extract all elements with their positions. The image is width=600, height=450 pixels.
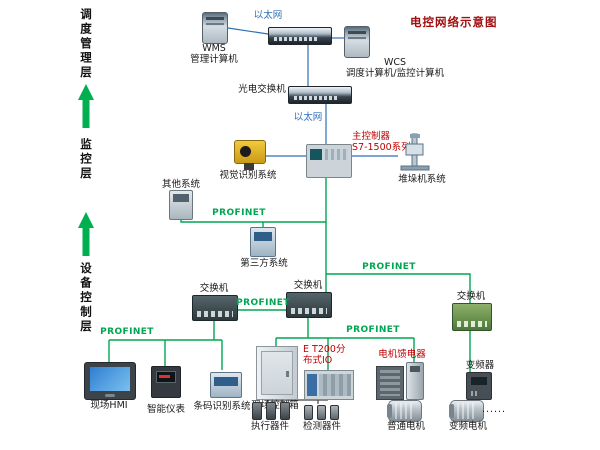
switch3-label: 交换机 [456,291,486,302]
camera-icon [234,140,266,170]
device-icon [210,372,242,398]
wms-server [202,12,228,44]
control-box [256,346,298,400]
layer-label-monitor: 监控层 [79,138,93,182]
plc-label: 主控制器 S7-1500系列 [352,131,411,153]
wcs-title: WCS [383,57,407,68]
page-title: 电控网络示意图 [410,15,498,29]
wcs-subtitle: 调度计算机/监控计算机 [345,68,445,79]
actuator-parts-icon [252,402,290,420]
ellipsis-more: ...... [481,404,507,415]
vfd-motor-label: 变频电机 [448,421,487,432]
core-switch [268,27,332,45]
meter-icon [151,366,181,398]
io-rack-icon [304,370,354,400]
vfd-drive [466,372,492,400]
stacker-label: 堆垛机系统 [398,174,446,185]
actuator-label: 执行器件 [250,421,289,432]
et200-io [304,370,354,400]
switch-icon [452,303,492,331]
switch-icon [286,292,332,318]
main-plc [306,144,352,178]
plc-subtitle: S7-1500系列 [352,142,411,153]
wms-subtitle: 管理计算机 [190,54,238,65]
switch-icon [192,295,238,321]
et200-line1: E T200分 [303,344,346,355]
switch-icon [288,86,352,104]
cabinet-icon [256,346,298,400]
vfd-label: 变频器 [465,360,495,371]
profinet-label-4: PROFINET [100,327,154,337]
third-party-system [250,227,276,257]
wms-title: WMS [202,43,226,54]
wcs-label: WCS 调度计算机/监控计算机 [330,57,460,79]
et200-line2: 布式IO [303,355,333,366]
motor-icon [449,400,484,422]
vfd-motor [449,400,484,422]
switch-icon [268,27,332,45]
plc-title: 主控制器 [352,131,391,142]
plc-icon [306,144,352,178]
device-icon [250,227,276,257]
barcode-label: 条码识别系统 [193,401,251,412]
standard-motor [387,400,422,422]
stacker-crane [398,132,432,172]
field-switch-3 [452,303,492,331]
wms-label: WMS 管理计算机 [184,43,244,65]
ethernet-label-mid: 以太网 [293,112,323,123]
vision-system [234,140,266,170]
field-switch-2 [286,292,332,318]
field-hmi [84,362,136,400]
motor-feeder-rack [376,366,404,400]
other-system-label: 其他系统 [161,179,200,190]
profinet-label-1: PROFINET [212,208,266,218]
vfd-icon [466,372,492,400]
smart-meter-label: 智能仪表 [146,404,185,415]
motor-feeder-module [406,362,424,400]
device-icon [169,190,193,220]
feeder-rack-icon [376,366,404,400]
server-icon [202,12,228,44]
layer-up-arrow-1 [78,84,94,128]
switch2-label: 交换机 [293,280,323,291]
layer-label-dispatch: 调度管理层 [79,8,93,81]
motor-feeder-label: 电机馈电器 [378,349,426,360]
vision-label: 视觉识别系统 [219,170,277,181]
motor-icon [387,400,422,422]
smart-meter [151,366,181,398]
stacker-crane-icon [400,133,430,171]
detector-label: 检测器件 [302,421,341,432]
layer-up-arrow-2 [78,212,94,256]
feeder-module-icon [406,362,424,400]
barcode-system [210,372,242,398]
optical-switch [288,86,352,104]
optical-switch-label: 光电交换机 [238,84,286,95]
layer-label-device: 设备控制层 [79,262,93,335]
other-system [169,190,193,220]
server-icon [344,26,370,58]
third-party-label: 第三方系统 [240,258,288,269]
et200-label: E T200分 布式IO [303,344,345,366]
detector-parts-icon [304,405,339,420]
hmi-panel-icon [84,362,136,400]
profinet-label-5: PROFINET [346,325,400,335]
hmi-label: 现场HMI [90,400,128,411]
switch1-label: 交换机 [199,283,229,294]
profinet-label-2: PROFINET [362,262,416,272]
wcs-server [344,26,370,58]
motor-label: 普通电机 [386,421,425,432]
field-switch-1 [192,295,238,321]
ethernet-label-top: 以太网 [253,10,283,21]
profinet-label-3: PROFINET [236,298,290,308]
